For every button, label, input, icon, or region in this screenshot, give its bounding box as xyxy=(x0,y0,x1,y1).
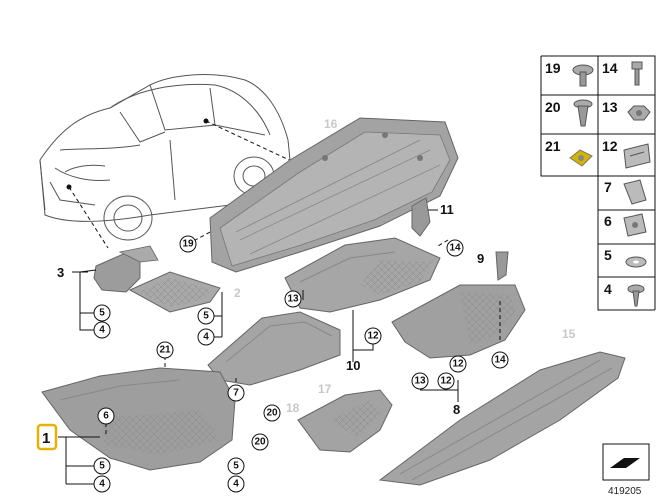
svg-text:6: 6 xyxy=(103,411,109,422)
part-3-bracket xyxy=(93,245,159,293)
label-16: 16 xyxy=(324,117,338,131)
svg-text:4: 4 xyxy=(99,325,105,336)
callout-21: 21 xyxy=(156,341,174,359)
callout-4: 4 xyxy=(93,475,111,493)
legend-4-label: 4 xyxy=(604,281,612,297)
svg-text:13: 13 xyxy=(287,294,299,305)
callout-12: 12 xyxy=(364,327,382,345)
clip-nut-icon xyxy=(623,143,651,169)
callout-5: 5 xyxy=(197,307,215,325)
highlight-box-1 xyxy=(36,423,58,451)
callout-19: 19 xyxy=(179,235,197,253)
callout-7: 7 xyxy=(227,384,245,402)
callout-5: 5 xyxy=(93,304,111,322)
svg-text:21: 21 xyxy=(159,345,171,356)
svg-text:5: 5 xyxy=(233,461,239,472)
svg-text:5: 5 xyxy=(99,461,105,472)
callout-20: 20 xyxy=(263,404,281,422)
label-3: 3 xyxy=(57,265,64,280)
callouts: 19 14 13 12 13 12 12 14 21 7 20 20 6 5 4… xyxy=(93,235,509,493)
part-2-plate xyxy=(128,271,221,313)
legend-21-label: 21 xyxy=(545,138,561,154)
part-10-floor-panel xyxy=(284,237,441,313)
callout-4: 4 xyxy=(227,475,245,493)
label-17: 17 xyxy=(318,382,332,396)
svg-text:20: 20 xyxy=(266,408,278,419)
label-11: 11 xyxy=(440,202,454,217)
svg-text:7: 7 xyxy=(233,388,239,399)
legend-5-label: 5 xyxy=(604,247,612,263)
legend-19-label: 19 xyxy=(545,60,561,76)
callout-14: 14 xyxy=(491,351,509,369)
label-8: 8 xyxy=(453,402,460,417)
part-18-floor-panel xyxy=(207,311,341,386)
callout-12: 12 xyxy=(449,355,467,373)
sheet-nut-icon xyxy=(623,213,647,237)
legend-12-label: 12 xyxy=(602,138,618,154)
callout-13: 13 xyxy=(284,290,302,308)
svg-text:12: 12 xyxy=(452,359,464,370)
callout-20: 20 xyxy=(251,433,269,451)
svg-text:13: 13 xyxy=(414,376,426,387)
plastic-screw-icon xyxy=(627,284,645,307)
reference-number: 419205 xyxy=(608,486,642,497)
svg-text:5: 5 xyxy=(203,311,209,322)
svg-text:19: 19 xyxy=(182,239,194,250)
callout-5: 5 xyxy=(227,457,245,475)
callout-4: 4 xyxy=(93,321,111,339)
label-10: 10 xyxy=(346,358,360,373)
label-15: 15 xyxy=(562,327,576,341)
reference-icon xyxy=(602,443,650,481)
part-11-bracket xyxy=(411,197,431,237)
collar-bolt-icon xyxy=(631,61,643,86)
part-17-heat-shield xyxy=(297,389,393,453)
svg-text:14: 14 xyxy=(494,355,506,366)
legend-20-label: 20 xyxy=(545,99,561,115)
expanding-rivet-icon xyxy=(573,99,593,127)
label-18: 18 xyxy=(286,401,300,415)
leader-lines-car xyxy=(68,120,301,249)
svg-text:5: 5 xyxy=(99,308,105,319)
spring-nut-icon xyxy=(569,149,593,167)
label-1: 1 xyxy=(42,430,50,447)
callout-5: 5 xyxy=(93,457,111,475)
svg-text:20: 20 xyxy=(254,437,266,448)
callout-12: 12 xyxy=(437,372,455,390)
legend-6-label: 6 xyxy=(604,213,612,229)
part-8-rear-panel xyxy=(391,284,526,359)
callout-14: 14 xyxy=(446,239,464,257)
part-15-side-panel xyxy=(378,351,626,486)
svg-text:4: 4 xyxy=(203,332,209,343)
svg-text:12: 12 xyxy=(440,376,452,387)
legend-13-label: 13 xyxy=(602,99,618,115)
callout-4: 4 xyxy=(197,328,215,346)
label-2: 2 xyxy=(234,286,241,300)
part-1-engine-shield xyxy=(41,367,236,471)
label-9: 9 xyxy=(477,251,484,266)
hex-nut-icon xyxy=(627,105,651,121)
legend-14-label: 14 xyxy=(602,60,618,76)
bracket-clip-icon xyxy=(623,179,647,205)
callout-6: 6 xyxy=(97,407,115,425)
washer-icon xyxy=(625,256,647,268)
part-16-underbody-panel xyxy=(209,117,459,273)
svg-text:4: 4 xyxy=(99,479,105,490)
svg-text:14: 14 xyxy=(449,243,461,254)
fastener-legend xyxy=(540,55,657,312)
part-9-bracket xyxy=(495,251,509,281)
legend-7-label: 7 xyxy=(604,179,612,195)
svg-text:12: 12 xyxy=(367,331,379,342)
callout-13: 13 xyxy=(411,372,429,390)
hex-screw-icon xyxy=(572,64,594,87)
svg-text:4: 4 xyxy=(233,479,239,490)
